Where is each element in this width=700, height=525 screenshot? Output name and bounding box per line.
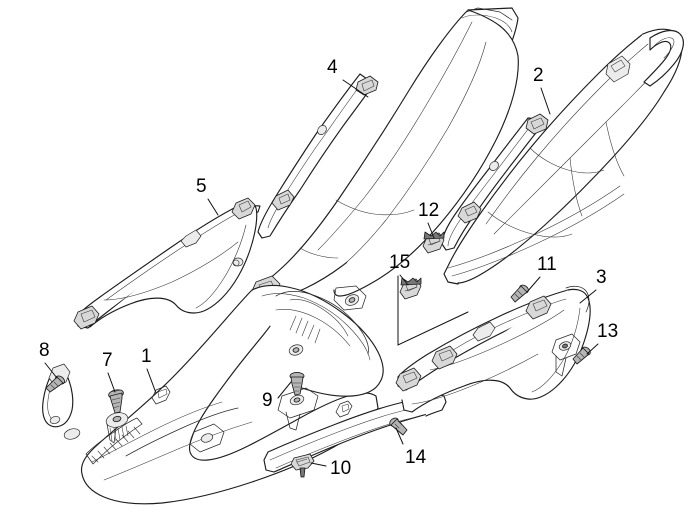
fastener-11-screw <box>510 284 529 303</box>
leader-3 <box>579 289 597 304</box>
leader-11 <box>526 276 541 293</box>
fastener-9-screw <box>289 371 305 396</box>
callout-5-label: 5 <box>196 176 207 197</box>
leader-4 <box>342 79 369 98</box>
callout-1-label: 1 <box>141 346 152 367</box>
fastener-15-clip <box>399 277 422 300</box>
leader-2 <box>540 87 551 115</box>
callout-8-label: 8 <box>39 340 50 361</box>
part-3-right-lower-side-cover <box>395 285 591 413</box>
callout-15-label: 15 <box>389 252 411 273</box>
leader-10 <box>310 462 327 467</box>
callout-13-label: 13 <box>597 321 619 342</box>
leader-1 <box>146 368 157 394</box>
leader-15 <box>399 274 409 286</box>
fastener-8-screw <box>45 375 65 393</box>
part-5-left-lower-side-cover <box>73 197 261 330</box>
leader-13 <box>586 343 599 355</box>
part-4-left-rear-side-panel <box>251 7 519 301</box>
callout-7-label: 7 <box>102 350 113 371</box>
leader-14 <box>395 427 404 445</box>
leader-9 <box>277 381 292 399</box>
callout-9-label: 9 <box>262 390 273 411</box>
fastener-14-screw <box>389 417 408 436</box>
leader-7 <box>107 372 116 393</box>
fastener-10-clip-nut <box>290 453 315 478</box>
leader-12 <box>427 222 435 239</box>
fastener-7-screw <box>108 389 124 414</box>
leader-8 <box>44 362 58 379</box>
leader-lines <box>44 79 599 467</box>
callout-12-label: 12 <box>418 200 440 221</box>
callout-4-label: 4 <box>327 57 338 78</box>
part-2-right-rear-side-panel <box>441 28 684 285</box>
callout-3-label: 3 <box>596 267 607 288</box>
fastener-12-clip <box>422 231 445 254</box>
leader-bracket-15 <box>397 275 469 346</box>
callout-2-label: 2 <box>533 65 544 86</box>
callout-14-label: 14 <box>405 447 427 468</box>
callout-10-label: 10 <box>330 458 352 479</box>
leader-5 <box>207 198 219 216</box>
callout-11-label: 11 <box>537 254 557 275</box>
